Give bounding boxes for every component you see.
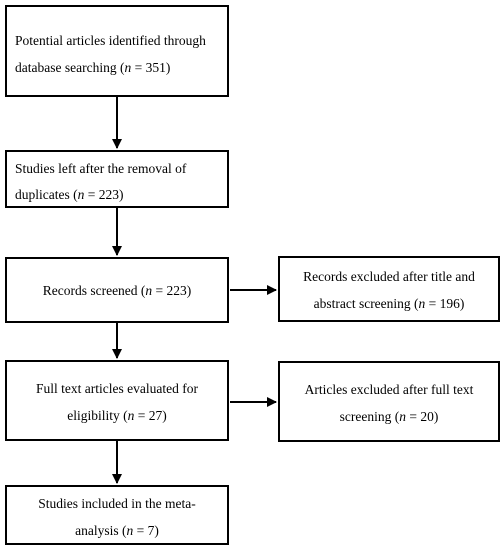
box-duplicates-line1: Studies left after the removal of	[15, 161, 187, 176]
box-fulltext-line2: eligibility (n = 27)	[67, 408, 167, 423]
box-included-line2: analysis (n = 7)	[75, 523, 159, 538]
box-excluded-title-line1: Records excluded after title and	[303, 269, 475, 284]
box-excluded-fulltext: Articles excluded after full text screen…	[278, 361, 500, 442]
box-excluded-title-line2: abstract screening (n = 196)	[313, 296, 465, 311]
box-duplicates-line2: duplicates (n = 223)	[15, 187, 124, 202]
box-excluded-title: Records excluded after title and abstrac…	[278, 256, 500, 322]
box-identified-line1: Potential articles identified through	[15, 33, 206, 48]
box-excluded-fulltext-line2: screening (n = 20)	[339, 409, 439, 424]
box-identified-line2: database searching (n = 351)	[15, 60, 171, 75]
box-screened-line1: Records screened (n = 223)	[42, 283, 192, 298]
box-included: Studies included in the meta- analysis (…	[5, 485, 229, 545]
box-screened: Records screened (n = 223)	[5, 257, 229, 323]
box-fulltext: Full text articles evaluated for eligibi…	[5, 360, 229, 441]
box-included-line1: Studies included in the meta-	[38, 496, 196, 511]
box-duplicates: Studies left after the removal of duplic…	[5, 150, 229, 208]
box-excluded-fulltext-line1: Articles excluded after full text	[304, 382, 474, 397]
box-fulltext-line1: Full text articles evaluated for	[36, 381, 198, 396]
box-identified: Potential articles identified through da…	[5, 5, 229, 97]
